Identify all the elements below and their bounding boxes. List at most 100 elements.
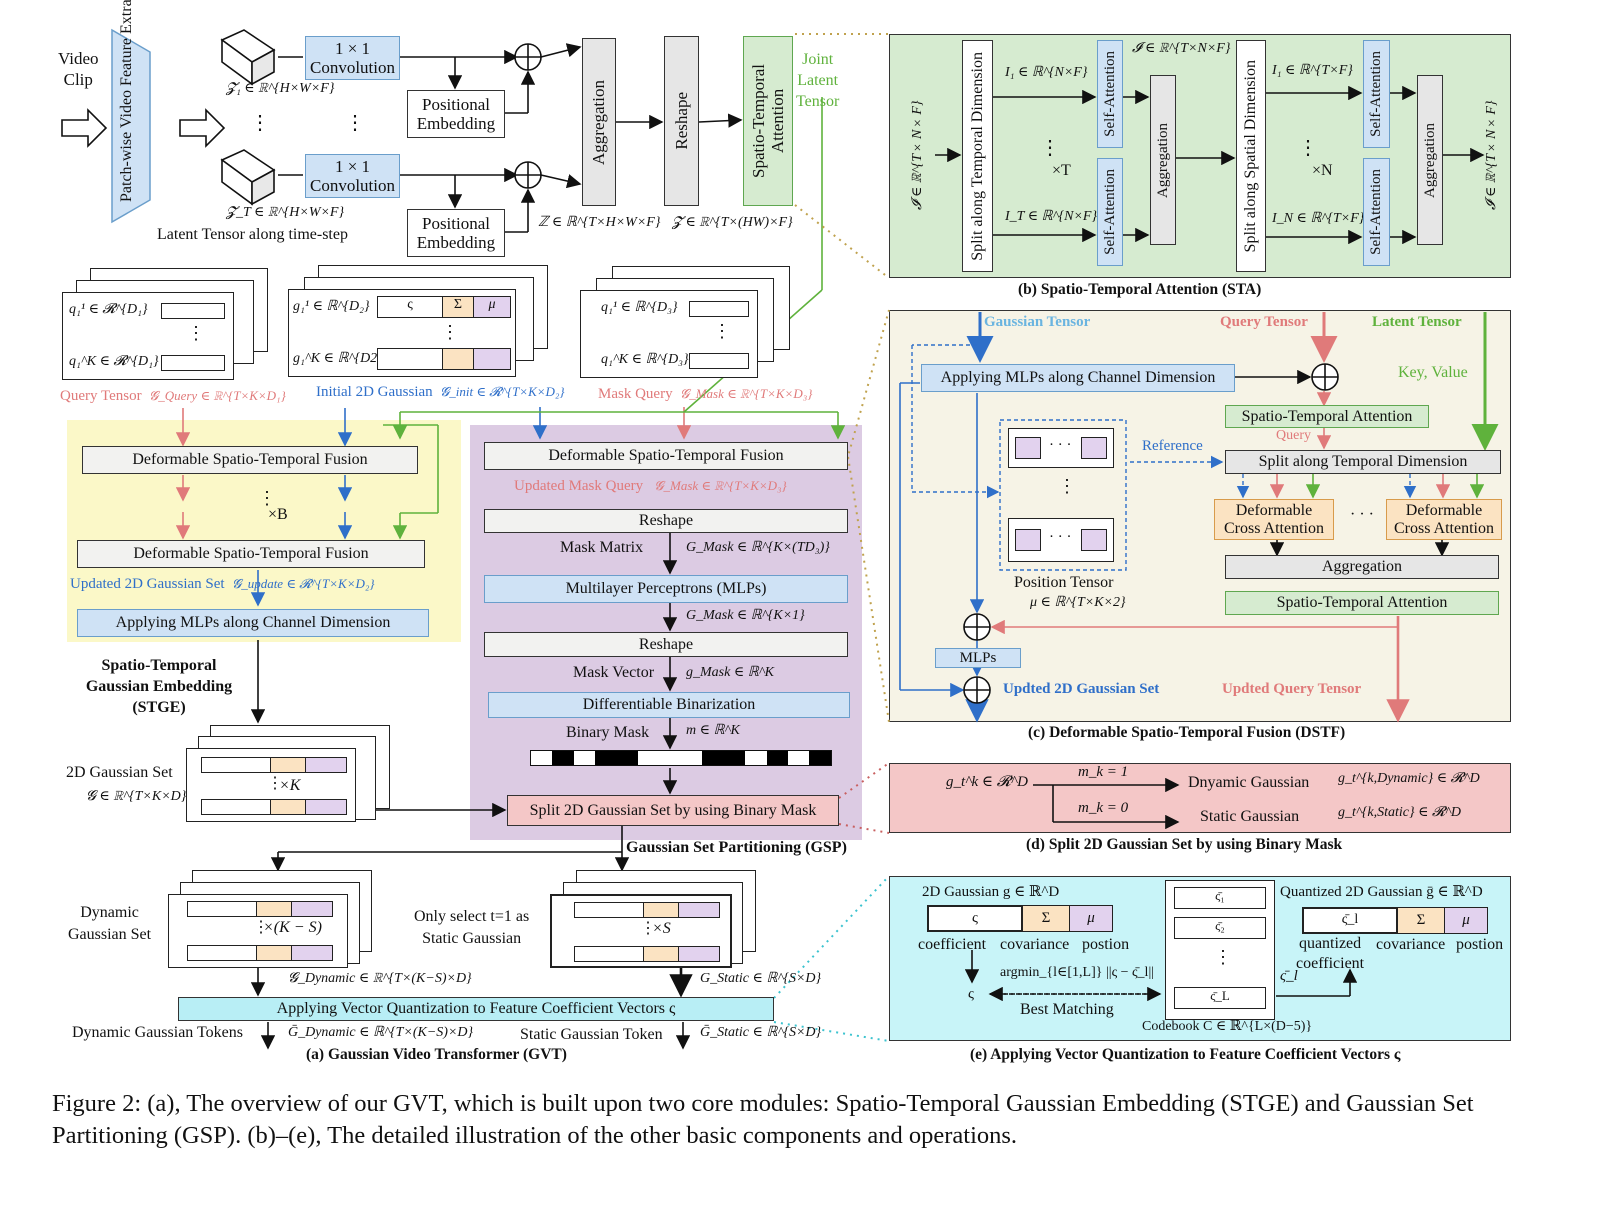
self-attention-3: Self-Attention — [1363, 40, 1390, 148]
mask-query-stack: q₁¹ ∈ ℝ^{D₃} ⋮ q₁^K ∈ ℝ^{D₃} — [580, 290, 758, 378]
gmask-sym: G_Mask ∈ ℝ^{K×1} — [686, 608, 805, 623]
gauss-K-mu-cell — [473, 348, 511, 370]
gauss-sigma-cell: ς — [377, 296, 443, 318]
vq-Sigma-cell: Σ — [1022, 905, 1070, 932]
binary-mask-cell — [723, 751, 746, 765]
split-spatial-box: Split along Spatial Dimension — [1236, 40, 1266, 272]
split-static-sym: g_t^{k,Static} ∈ 𝓡^D — [1338, 805, 1462, 820]
split-temporal-box: Split along Temporal Dimension — [962, 40, 993, 272]
vq-quant-label: Quantized 2D Gaussian ḡ ∈ ℝ^D — [1280, 884, 1483, 900]
vq-postion-2: postion — [1456, 936, 1504, 953]
gset-c6 — [305, 799, 347, 815]
pos-cell-2a — [1015, 529, 1041, 551]
dstf-dca-2: Deformable Cross Attention — [1386, 499, 1502, 540]
split-mk0: m_k = 0 — [1078, 800, 1129, 816]
binary-mask-cell — [531, 751, 553, 765]
gset-c2 — [270, 757, 306, 773]
latent-z1-label: 𝓩₁ ∈ ℝ^{H×W×F} — [226, 81, 335, 96]
mask-cell-K — [689, 353, 749, 369]
sta-dots-1: ⋮ — [1040, 137, 1060, 159]
vq-quant-mu-cell: μ — [1444, 907, 1488, 934]
query-tensor-label: Query Tensor 𝓖_Query ∈ ℝ^{T×K×D₁} — [60, 388, 286, 404]
gauss-Sigma-cell: Σ — [442, 296, 474, 318]
split-mk1: m_k = 1 — [1078, 764, 1129, 780]
dstf-aggregation: Aggregation — [1225, 555, 1499, 579]
pos-cell-1b — [1081, 437, 1107, 459]
codebook-entry-1: ς̄₁ — [1174, 887, 1266, 909]
gset-dots: ⋮ — [267, 775, 283, 792]
pos-dots-2: · · · — [1049, 529, 1072, 545]
mask-vector-label: Mask Vector — [573, 664, 655, 681]
stat-c6 — [678, 946, 720, 962]
split-dynamic: Dnyamic Gaussian — [1188, 774, 1310, 791]
query-cell-K — [161, 355, 225, 371]
vertical-dots-2: ⋮ — [345, 112, 365, 134]
static-token-sym: Ḡ_Static ∈ ℝ^{S×D} — [700, 1025, 822, 1040]
vq-sl: ς̄_l — [1280, 968, 1298, 984]
sta-timesT: ×T — [1052, 162, 1071, 179]
latent-caption: Latent Tensor along time-step — [157, 226, 348, 243]
vq-caption: (e) Applying Vector Quantization to Feat… — [970, 1046, 1401, 1063]
reshape-box: Reshape — [664, 36, 699, 206]
stat-c3 — [678, 902, 720, 918]
gsp-mlps-box: Multilayer Perceptrons (MLPs) — [484, 575, 848, 603]
vq-quant-sl-cell: ς̄_l — [1302, 907, 1398, 934]
query-cell-1 — [161, 303, 225, 319]
codebook-entry-L: ς̄_L — [1174, 987, 1266, 1009]
positional-embedding-1: Positional Embedding — [407, 90, 505, 138]
sta-j1-label: I₁ ∈ ℝ^{T×F} — [1272, 63, 1353, 78]
static-token-label: Static Gaussian Token — [520, 1026, 663, 1043]
gaussian-tensor-stack: g₁¹ ∈ ℝ^{D₂} ς Σ μ ⋮ g₁^K ∈ ℝ^{D2} — [288, 289, 516, 377]
gsp-title: Gaussian Set Partitioning (GSP) — [626, 839, 847, 856]
gauss-K-Sigma-cell — [442, 348, 474, 370]
codebook-box: ς̄₁ ς̄₂ ⋮ ς̄_L — [1165, 880, 1275, 1020]
stge-dstf-1: Deformable Spatio-Temporal Fusion — [82, 446, 418, 474]
mask-vector-sym: g_Mask ∈ ℝ^K — [686, 665, 775, 680]
sta-mid-label: 𝓘 ∈ ℝ^{T×N×F} — [1132, 41, 1231, 56]
dyn-c4 — [187, 945, 257, 961]
initial-gaussian-label: Initial 2D Gaussian 𝓖_init ∈ 𝓡^{T×K×D₂} — [316, 384, 565, 400]
dyn-c3 — [291, 901, 333, 917]
gauss-dots: ⋮ — [441, 322, 459, 342]
dstf-sta-2: Spatio-Temporal Attention — [1225, 591, 1499, 615]
binary-mask-label: Binary Mask — [566, 724, 650, 741]
mask-m1-label: q₁¹ ∈ ℝ^{D₃} — [601, 300, 678, 315]
dynamic-gaussian-stack: ⋮ ×(K − S) — [168, 894, 348, 968]
binary-mask-cell — [659, 751, 681, 765]
pos-tensor-label: Position Tensor — [1014, 574, 1114, 591]
stat-c5 — [643, 946, 679, 962]
dstf-updated-gauss: Updted 2D Gaussian Set — [1003, 681, 1160, 697]
stge-mlp-box: Applying MLPs along Channel Dimension — [77, 609, 429, 637]
sta-output-label: 𝓘 ∈ ℝ^{T×N×F} — [1484, 100, 1499, 210]
dstf-dots: · · · — [1350, 506, 1374, 523]
vq-best-matching: Best Matching — [1020, 1001, 1114, 1018]
binary-mask-cell — [680, 751, 703, 765]
sta-i1-label: I₁ ∈ ℝ^{N×F} — [1005, 65, 1088, 80]
dynamic-tokens-sym: Ḡ_Dynamic ∈ ℝ^{T×(K−S)×D} — [288, 1025, 474, 1040]
vertical-dots: ⋮ — [250, 112, 270, 134]
self-attention-1: Self-Attention — [1097, 40, 1123, 148]
stat-c4 — [574, 946, 644, 962]
binary-mask-cell — [702, 751, 724, 765]
binary-mask-cell — [616, 751, 639, 765]
pos-vdots: ⋮ — [1058, 476, 1076, 496]
binary-mask-cell — [638, 751, 660, 765]
vq-quantized-coef: quantized coefficient — [1296, 935, 1365, 972]
pos-cell-2b — [1081, 529, 1107, 551]
gset-c3 — [305, 757, 347, 773]
gauss-K-sigma-cell — [377, 348, 443, 370]
vq-gauss-label: 2D Gaussian g ∈ ℝ^D — [922, 884, 1060, 900]
Z-tensor-label: ℤ ∈ ℝ^{T×H×W×F} — [538, 215, 661, 230]
binary-mask-strip — [530, 750, 832, 766]
dstf-gaussian-tensor: Gaussian Tensor — [984, 314, 1091, 330]
vq-gauss-vector: ς Σ μ — [927, 905, 1113, 932]
split-static: Static Gaussian — [1200, 808, 1300, 825]
sta-input-label: 𝓘 ∈ ℝ^{T×N×F} — [910, 100, 925, 210]
vq-covariance-2: covariance — [1376, 936, 1446, 953]
dstf-key-value: Key, Value — [1398, 364, 1468, 381]
binary-mask-cell — [788, 751, 810, 765]
gset-c5 — [270, 799, 306, 815]
figure-caption: Figure 2: (a), The overview of our GVT, … — [52, 1090, 1474, 1150]
gset-c4 — [201, 799, 271, 815]
binary-mask-cell — [595, 751, 617, 765]
